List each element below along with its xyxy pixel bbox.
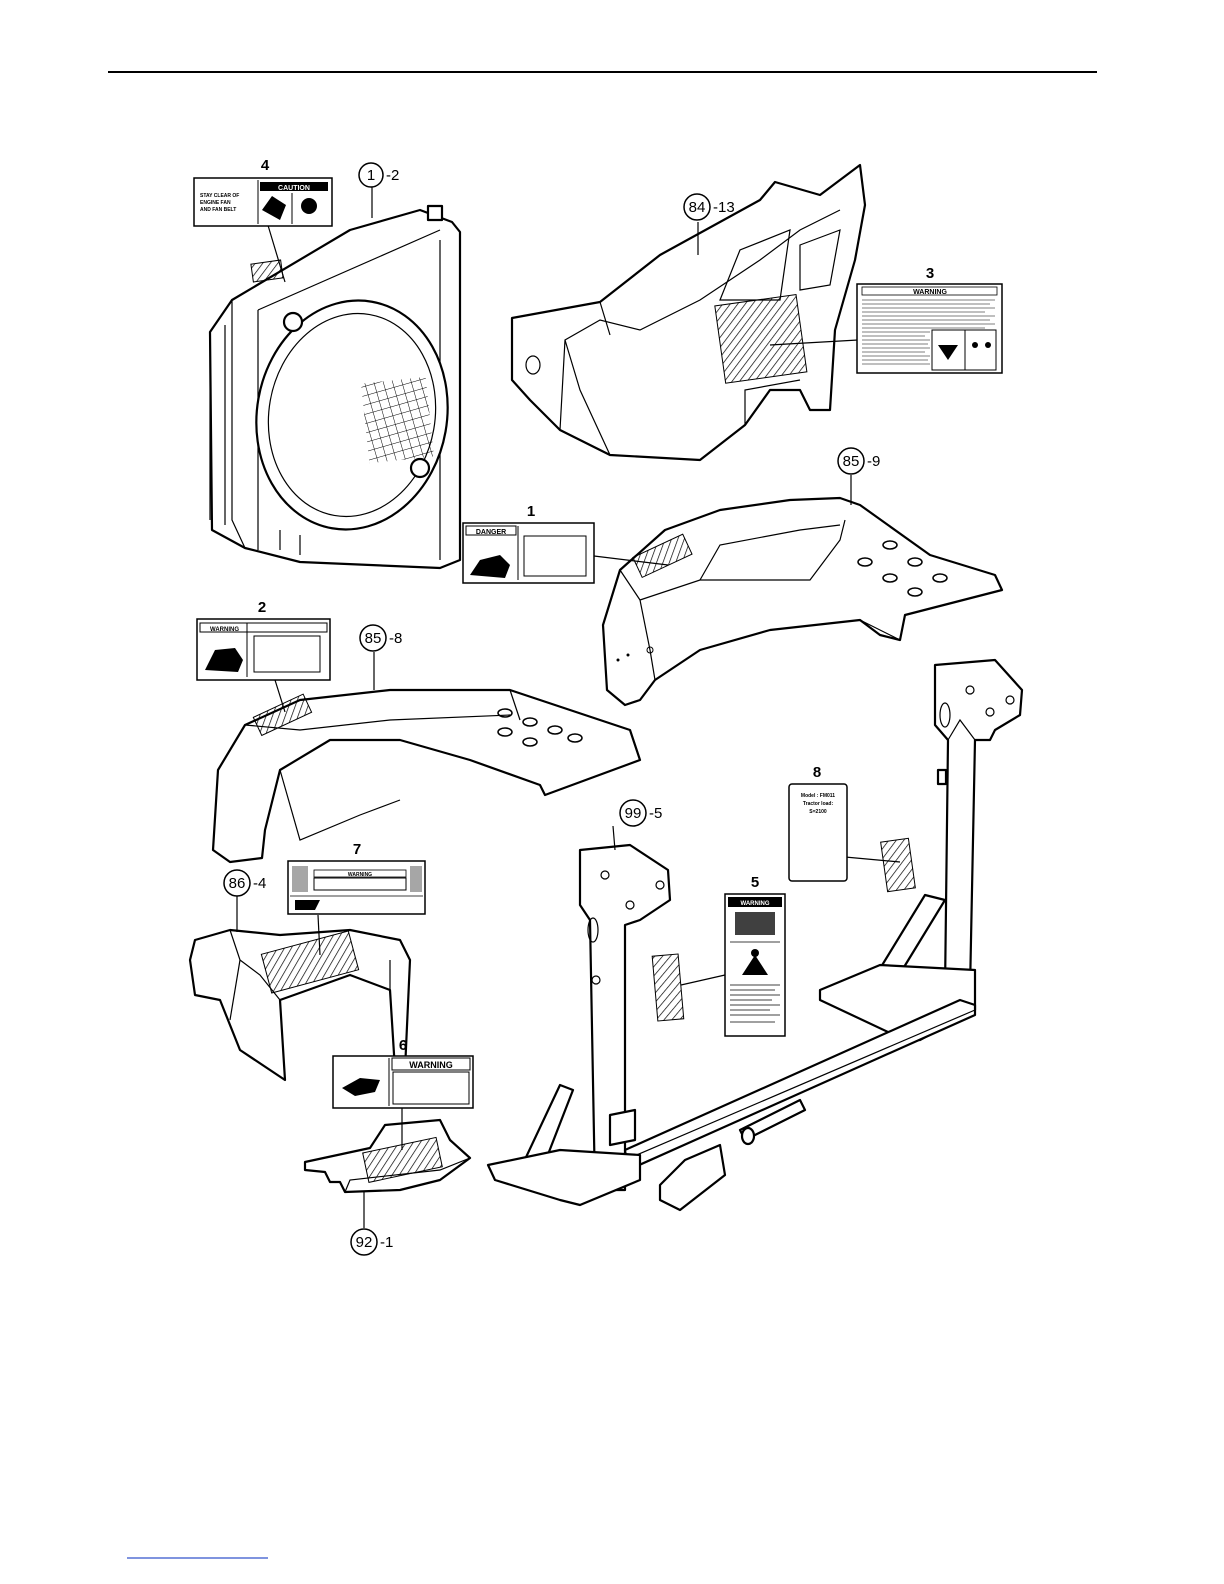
svg-text:-5: -5 xyxy=(649,805,662,822)
svg-text:-1: -1 xyxy=(380,1234,393,1251)
svg-text:STAY CLEAR OF: STAY CLEAR OF xyxy=(200,193,239,199)
ref-label-85-9: 85 -9 xyxy=(838,448,880,474)
ref-label-99-5: 99 -5 xyxy=(620,800,662,826)
decal-2-number: 2 xyxy=(258,599,266,616)
svg-text:CAUTION: CAUTION xyxy=(278,185,310,192)
left-fender-part xyxy=(213,652,640,862)
ref-label-92-1: 92 -1 xyxy=(351,1229,393,1255)
decal-6: WARNING xyxy=(333,1056,473,1108)
decal-2: WARNING xyxy=(197,619,330,680)
svg-text:1: 1 xyxy=(367,167,375,184)
svg-text:WARNING: WARNING xyxy=(348,872,372,878)
svg-text:99: 99 xyxy=(625,805,642,822)
decal-5: WARNING xyxy=(725,894,785,1036)
decal-4: CAUTION STAY CLEAR OF ENGINE FAN AND FAN… xyxy=(194,178,332,226)
svg-text:AND FAN BELT: AND FAN BELT xyxy=(200,207,236,213)
svg-text:86: 86 xyxy=(229,875,246,892)
svg-text:Model : FM011: Model : FM011 xyxy=(801,793,835,799)
svg-text:DANGER: DANGER xyxy=(476,529,506,536)
radiator-shroud-part xyxy=(210,185,466,568)
decal-7: WARNING xyxy=(288,861,425,914)
decal-1-number: 1 xyxy=(527,503,535,520)
svg-text:84: 84 xyxy=(689,199,706,216)
svg-text:WARNING: WARNING xyxy=(741,901,770,907)
svg-text:-9: -9 xyxy=(867,453,880,470)
decal-7-number: 7 xyxy=(353,841,361,858)
decal-8-number: 8 xyxy=(813,764,821,781)
svg-text:WARNING: WARNING xyxy=(409,1060,453,1070)
svg-text:S=2100: S=2100 xyxy=(809,809,827,815)
svg-text:-4: -4 xyxy=(253,875,266,892)
decal-4-number: 4 xyxy=(261,157,270,174)
ref-label-86-4: 86 -4 xyxy=(224,870,266,896)
ref-label-1-2: 1 -2 xyxy=(359,163,399,187)
decal-8: Model : FM011 Tractor load: S=2100 xyxy=(789,784,847,881)
svg-text:-8: -8 xyxy=(389,630,402,647)
svg-text:WARNING: WARNING xyxy=(913,289,947,296)
svg-text:Tractor load:: Tractor load: xyxy=(803,801,834,807)
svg-text:-13: -13 xyxy=(713,199,735,216)
svg-text:92: 92 xyxy=(356,1234,373,1251)
svg-text:WARNING: WARNING xyxy=(210,627,239,633)
ref-label-85-8: 85 -8 xyxy=(360,625,402,651)
svg-text:-2: -2 xyxy=(386,167,399,184)
decal-3-number: 3 xyxy=(926,265,934,282)
floor-plate-part xyxy=(305,1108,470,1228)
decal-5-number: 5 xyxy=(751,874,759,891)
ref-label-84-13: 84 -13 xyxy=(684,194,735,220)
decal-6-number: 6 xyxy=(399,1037,407,1054)
decal-1: DANGER xyxy=(463,523,594,583)
decal-3: WARNING xyxy=(857,284,1002,373)
step-cover-part xyxy=(190,895,410,1080)
svg-text:85: 85 xyxy=(843,453,860,470)
svg-text:85: 85 xyxy=(365,630,382,647)
svg-text:ENGINE FAN: ENGINE FAN xyxy=(200,200,231,206)
